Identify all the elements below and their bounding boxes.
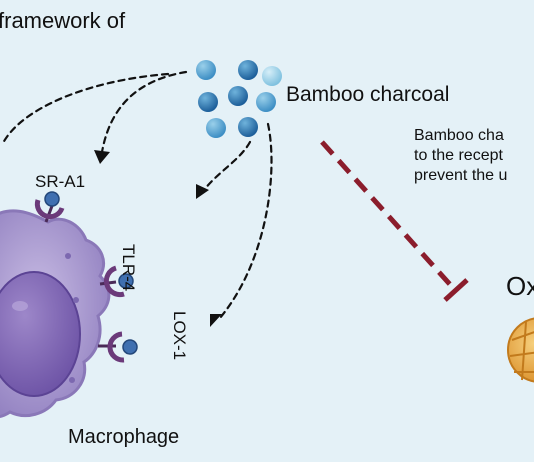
arrow-to-tlr-4	[202, 140, 252, 192]
note-line: Bamboo cha	[414, 127, 504, 144]
bamboo-charcoal-particles	[196, 60, 282, 138]
charcoal-particle	[196, 60, 216, 80]
arrowhead-tlr-4	[196, 184, 209, 199]
note-line: to the recept	[414, 147, 503, 164]
tlr-4-label: TLR-4	[119, 244, 138, 292]
mechanism-note: Bamboo cha to the recept prevent the u	[414, 126, 507, 186]
ox-label: Ox	[506, 271, 534, 301]
sr-a1-label: SR-A1	[35, 172, 86, 191]
charcoal-particle	[238, 117, 258, 137]
arrow-to-sr-a1	[100, 70, 188, 154]
charcoal-particle	[198, 92, 218, 112]
lox-1-label: LOX-1	[170, 311, 189, 361]
inhibition-arrow	[320, 140, 469, 302]
ox-particle	[507, 317, 534, 383]
arrowhead-sr-a1	[94, 150, 110, 164]
figure-title-fragment: framework of	[0, 8, 126, 33]
charcoal-particle	[256, 92, 276, 112]
receptor-tlr-4	[99, 265, 134, 298]
arrowhead-lox-1	[210, 314, 222, 327]
macrophage-label: Macrophage	[68, 426, 180, 448]
arrow-to-lox-1	[218, 122, 273, 320]
note-line: prevent the u	[414, 167, 508, 184]
bamboo-charcoal-label: Bamboo charcoal	[286, 83, 450, 106]
charcoal-particle	[228, 86, 248, 106]
charcoal-particle	[262, 66, 282, 86]
charcoal-particle	[238, 60, 258, 80]
charcoal-particle	[206, 118, 226, 138]
macrophage-cell	[0, 209, 111, 418]
arrow-to-left-edge	[0, 72, 170, 147]
receptor-lox-1	[98, 331, 138, 363]
receptor-sr-a1	[34, 191, 65, 223]
nucleus	[0, 271, 81, 397]
